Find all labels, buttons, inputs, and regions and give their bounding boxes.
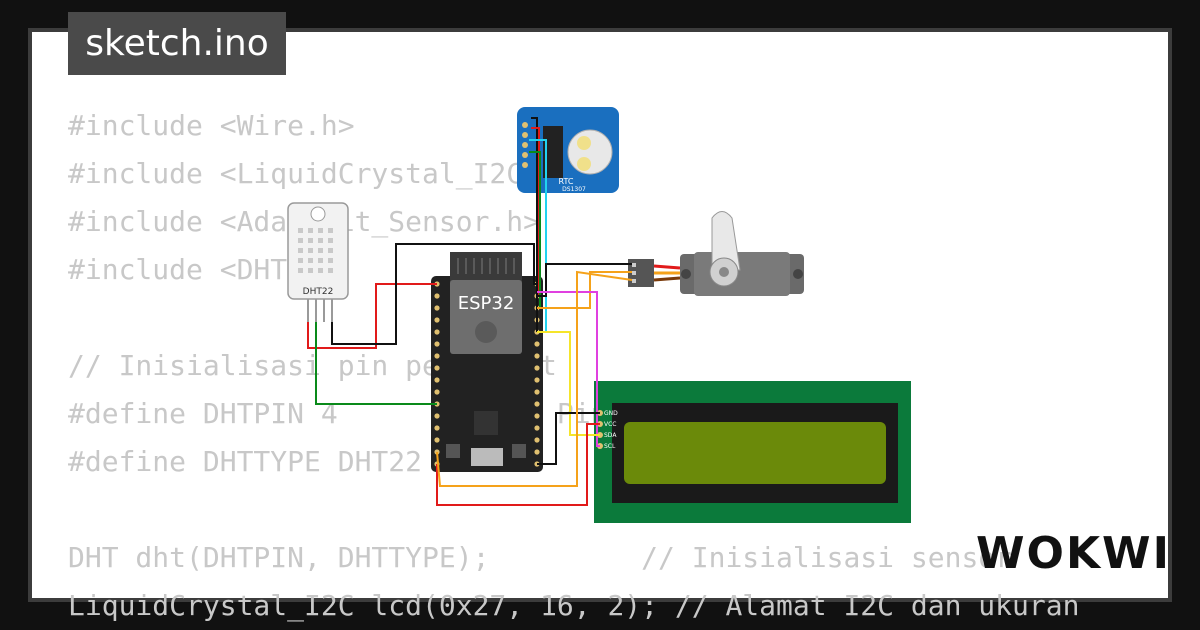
lcd-pin-scl: SCL [604, 443, 616, 450]
servo-motor[interactable] [628, 211, 804, 297]
lcd-pin-vcc: VCC [604, 421, 616, 428]
esp32-devkit[interactable]: ESP32 [431, 252, 543, 472]
dht22-vent-grid [298, 228, 333, 273]
dht22-sensor[interactable]: DHT22 [287, 202, 349, 322]
code-line: #include <Adafruit_Sensor.h> [68, 205, 541, 238]
wire-servo-gnd [537, 263, 632, 297]
rtc-label: RTC [559, 177, 574, 186]
wire-rtc-gnd [531, 117, 538, 332]
wire-lcd-gnd [537, 412, 600, 465]
wire-lcd-sda [537, 331, 600, 436]
wokwi-logo: WOKWI [976, 528, 1171, 579]
dht22-label: DHT22 [303, 287, 334, 297]
lcd-pin-sda: SDA [604, 432, 617, 439]
code-line: DHT dht(DHTPIN, DHTTYPE); // Inisialisas… [68, 541, 1013, 574]
code-line: LiquidCrystal_I2C lcd(0x27, 16, 2); // A… [68, 589, 1080, 622]
rtc-ds1307-module[interactable]: RTC DS1307 [517, 107, 619, 193]
lcd-pin-gnd: GND [604, 410, 618, 417]
wire-servo-pwm [537, 271, 632, 309]
wire-rtc-scl [529, 151, 541, 308]
code-line: #define DHTTYPE DHT22 [68, 445, 423, 478]
sketch-filename-tab[interactable]: sketch.ino [68, 12, 286, 75]
wire-servo-vcc [436, 270, 633, 487]
code-line: #include <Wire.h> [68, 109, 355, 142]
wire-lcd-scl [537, 291, 600, 447]
wires [307, 117, 633, 506]
esp32-label: ESP32 [458, 293, 515, 314]
wire-lcd-vcc [436, 423, 600, 506]
code-line: #include <LiquidCrystal_I2C.h> [68, 157, 574, 190]
lcd-1602-i2c[interactable]: GND VCC SDA SCL [594, 381, 911, 523]
wire-dht-gnd [331, 243, 537, 345]
wire-dht-data [315, 322, 437, 405]
rtc-model-label: DS1307 [562, 186, 586, 193]
